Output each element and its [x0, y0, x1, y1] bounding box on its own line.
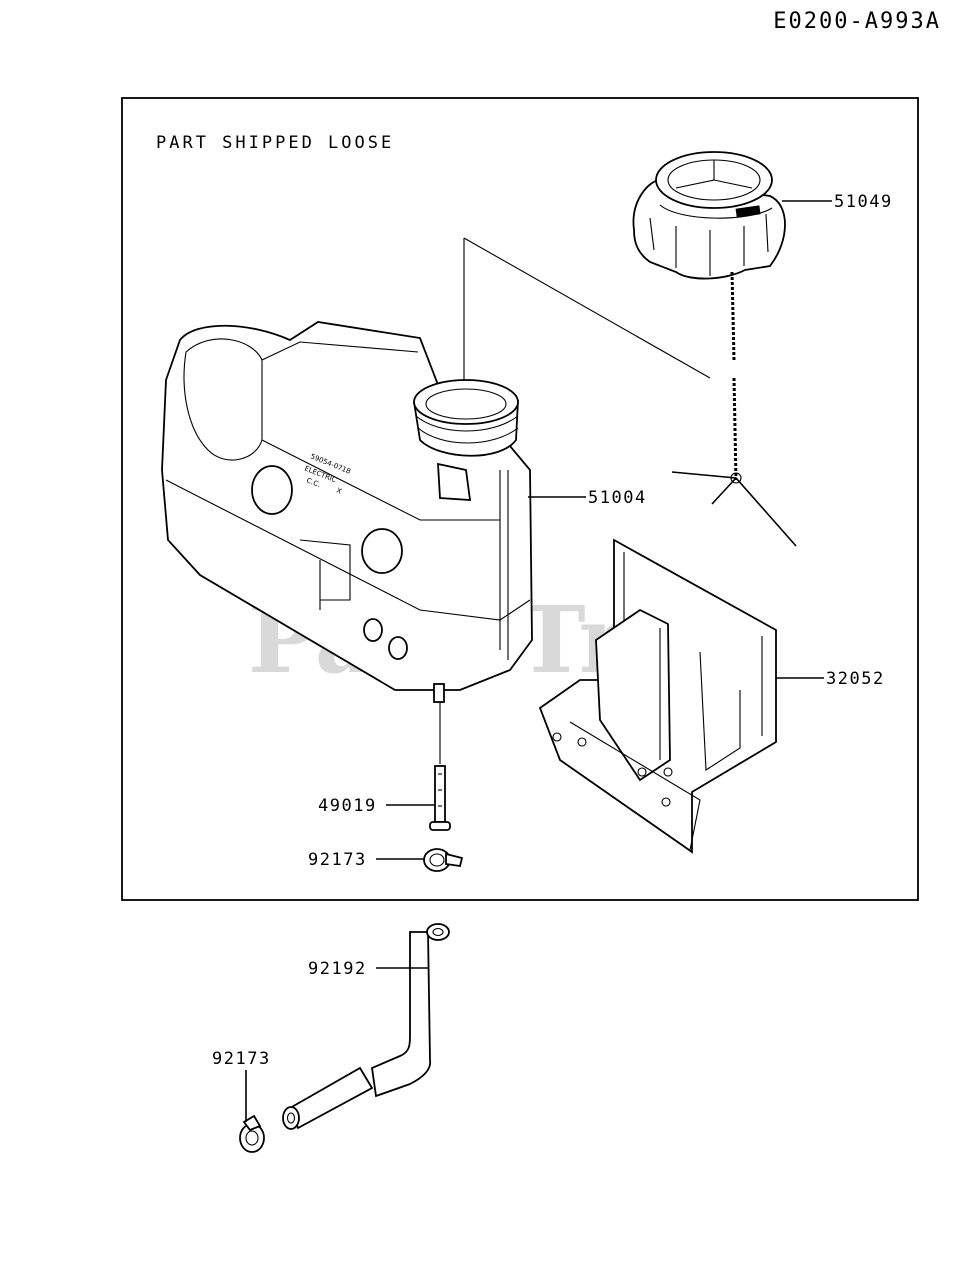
guide-line-cap: [463, 237, 711, 379]
part-number-92173-upper: 92173: [308, 850, 367, 870]
part-number-51004: 51004: [588, 488, 647, 508]
note-part-shipped-loose: PART SHIPPED LOOSE: [156, 133, 394, 153]
part-number-32052: 32052: [826, 669, 885, 689]
fuel-cap: [632, 151, 797, 547]
tank-bracket: [538, 538, 777, 854]
part-number-92173-lower: 92173: [212, 1049, 271, 1069]
hose-clamp-lower: [239, 1114, 265, 1153]
part-number-49019: 49019: [318, 796, 377, 816]
fuel-tank: 59054-0718 ELECTRIC C.C. X: [161, 321, 533, 703]
fuel-hose: [282, 923, 450, 1130]
loose-parts-frame: [121, 97, 919, 901]
diagram-code: E0200-A993A: [773, 9, 941, 34]
fuel-filter: [429, 765, 451, 831]
tank-embossing-4: X: [335, 486, 343, 495]
part-number-51049: 51049: [834, 192, 893, 212]
hose-clamp-upper: [423, 848, 464, 872]
cap-emblem: [735, 205, 761, 218]
part-number-92192: 92192: [308, 959, 367, 979]
